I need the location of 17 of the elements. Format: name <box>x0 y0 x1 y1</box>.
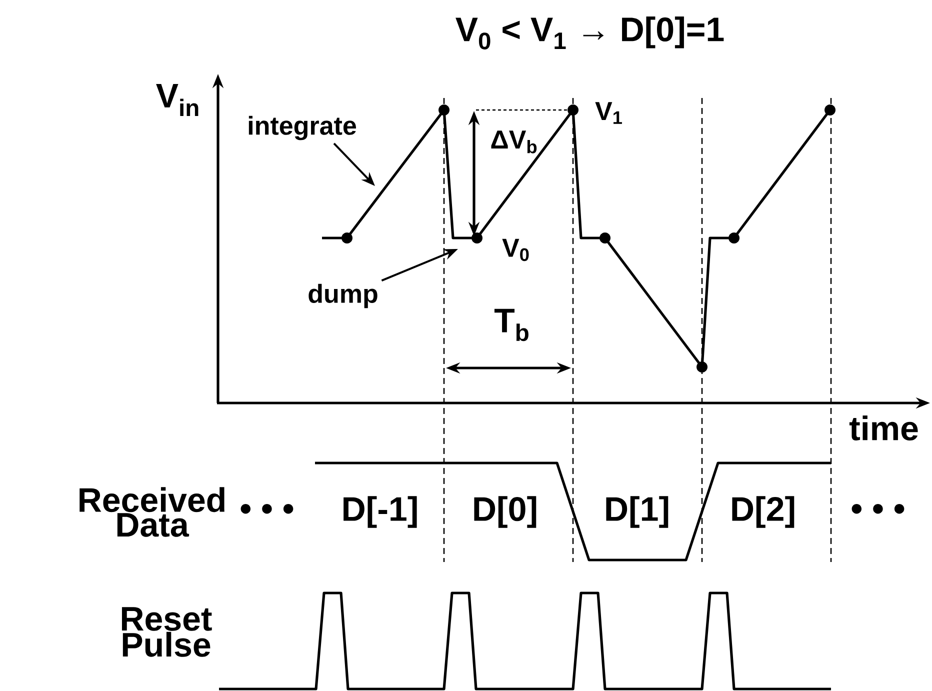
dimension-label: T$_{b}$ <box>494 308 528 342</box>
dimension-label: ΔV$_{b}$ <box>491 130 537 154</box>
bit-label: D[-1] <box>344 496 417 528</box>
row-label: Reset Pulse <box>122 607 212 657</box>
title: V$_{0}$ < V$_{1}$ → D[0]=1 <box>456 16 724 50</box>
axis-label: time <box>849 416 918 440</box>
bit-label: D[1] <box>606 496 668 528</box>
voltage-label: V$_{0}$ <box>502 238 529 262</box>
callout-text: integrate <box>248 116 356 140</box>
bit-label: D[0] <box>474 496 536 528</box>
axis-label: V$_{in}$ <box>156 84 198 116</box>
bit-label: D[2] <box>732 496 794 528</box>
callout-text: dump <box>308 284 378 308</box>
ellipsis: • • • <box>240 504 294 514</box>
voltage-label: V$_{1}$ <box>595 102 622 124</box>
ellipsis: • • • <box>852 504 904 514</box>
row-label: Received Data <box>80 487 224 537</box>
